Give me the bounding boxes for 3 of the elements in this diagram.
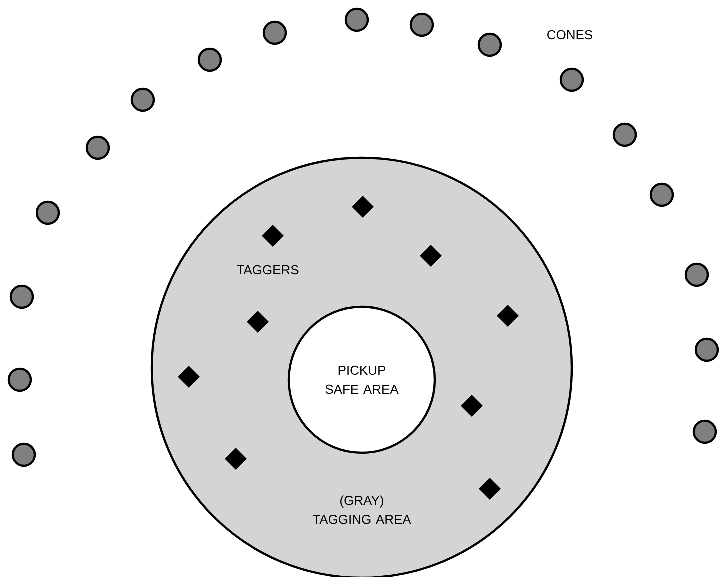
label-text: CONES xyxy=(548,30,593,40)
safe-area: PICKUP SAFE AREA xyxy=(288,306,436,454)
label-text: TAGGERS xyxy=(237,265,299,275)
